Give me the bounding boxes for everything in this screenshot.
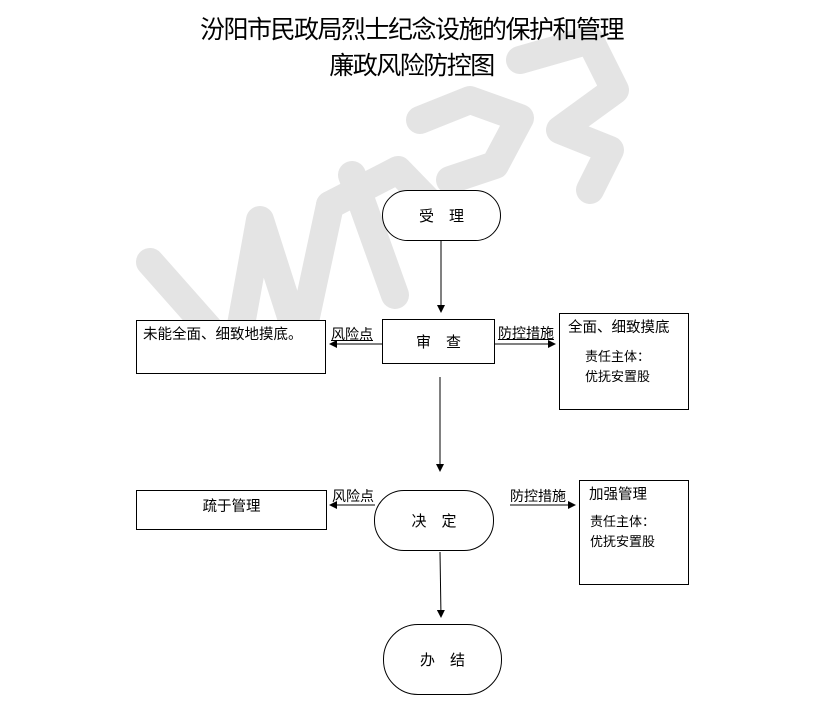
edge-label-review-measure: 防控措施 <box>498 326 554 342</box>
edge-label-review-risk: 风险点 <box>331 327 373 343</box>
node-accept: 受 理 <box>382 190 501 241</box>
node-decide: 决 定 <box>374 490 494 551</box>
node-decide-label: 决 定 <box>411 512 457 530</box>
node-review: 审 查 <box>382 319 495 364</box>
risk-box-decide: 疏于管理 <box>136 490 327 530</box>
edge-label-decide-risk: 风险点 <box>332 489 374 505</box>
measure-box-decide-owner: 优抚安置股 <box>590 535 656 550</box>
measure-box-review-title: 全面、细致摸底 <box>568 320 670 336</box>
measure-box-review: 全面、细致摸底 责任主体： 优抚安置股 <box>559 313 689 410</box>
node-accept-label: 受 理 <box>418 207 464 225</box>
diagram-title-line2: 廉政风险防控图 <box>329 51 495 80</box>
node-finish-label: 办 结 <box>419 651 465 669</box>
diagram-title-line1: 汾阳市民政局烈士纪念设施的保护和管理 <box>199 15 625 44</box>
risk-box-review-text: 未能全面、细致地摸底。 <box>143 327 303 343</box>
risk-box-decide-text: 疏于管理 <box>202 499 261 515</box>
risk-box-review: 未能全面、细致地摸底。 <box>136 320 326 374</box>
node-review-label: 审 查 <box>415 333 461 351</box>
node-finish: 办 结 <box>383 624 502 695</box>
measure-box-decide-owner-label: 责任主体： <box>590 515 656 530</box>
measure-box-decide-title: 加强管理 <box>589 487 647 503</box>
measure-box-decide: 加强管理 责任主体： 优抚安置股 <box>579 480 689 585</box>
measure-box-review-owner: 优抚安置股 <box>585 370 651 385</box>
measure-box-review-owner-label: 责任主体： <box>585 350 651 365</box>
edge-decide-finish <box>436 551 445 618</box>
edge-label-decide-measure: 防控措施 <box>510 489 566 505</box>
